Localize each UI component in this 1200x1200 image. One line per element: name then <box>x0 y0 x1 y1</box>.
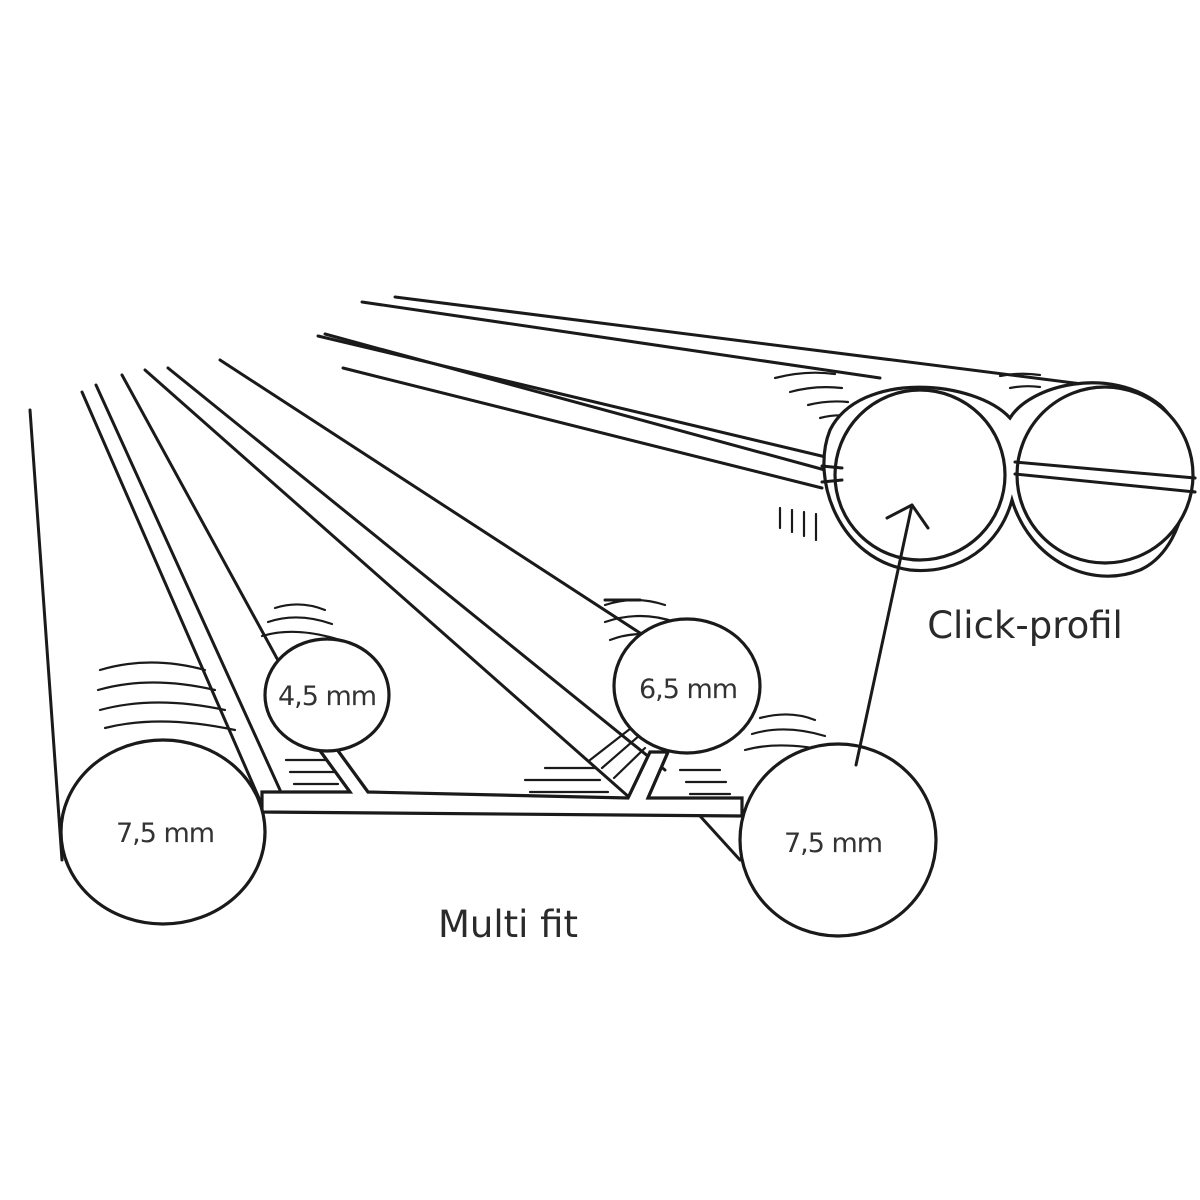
multi-fit-drawing <box>28 358 938 938</box>
label-left-large-profile: 7,5 mm <box>116 818 214 849</box>
label-small-profile: 4,5 mm <box>278 681 376 712</box>
caption-click-profil: Click-profil <box>927 604 1123 647</box>
arrow <box>854 503 930 767</box>
left-large-circle <box>59 738 267 926</box>
medium-circle <box>612 617 762 755</box>
right-large-circle <box>738 742 938 938</box>
caption-multi-fit: Multi fit <box>438 903 578 946</box>
small-circle <box>263 637 391 753</box>
label-medium-profile: 6,5 mm <box>639 674 737 705</box>
label-right-large-profile: 7,5 mm <box>784 828 882 859</box>
click-profil-drawing <box>316 295 1197 578</box>
